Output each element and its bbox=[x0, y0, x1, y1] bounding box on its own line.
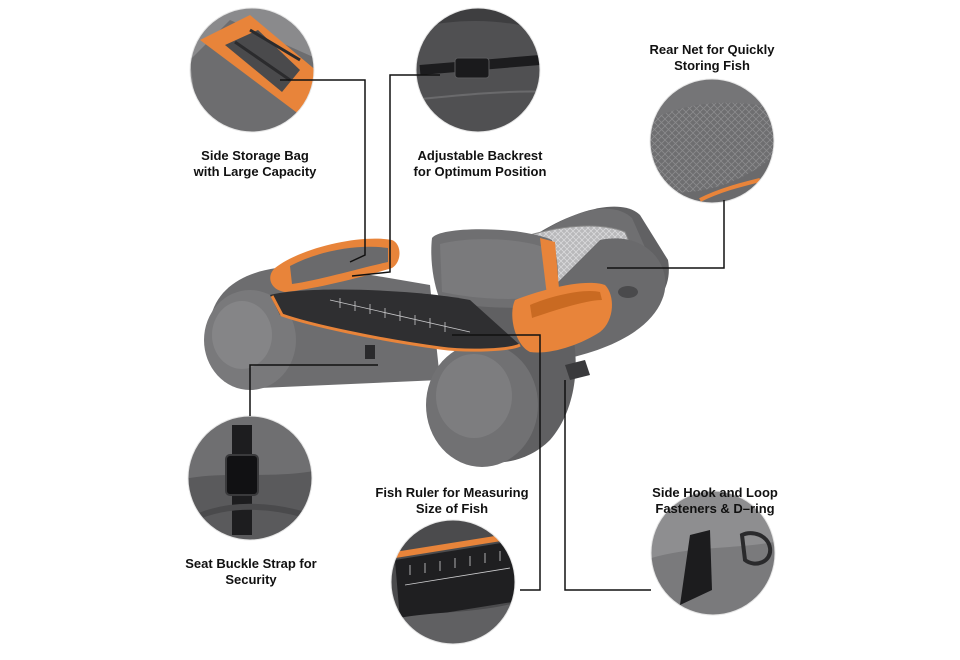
callout-line: for Optimum Position bbox=[413, 164, 547, 179]
callout-side-storage-bag: Side Storage Bag with Large Capacity bbox=[185, 148, 325, 180]
callout-line: Size of Fish bbox=[415, 501, 489, 516]
leader-adjustable-backrest bbox=[351, 74, 440, 277]
callout-line: Seat Buckle Strap for bbox=[185, 556, 317, 571]
leader-fish-ruler bbox=[452, 334, 541, 591]
leader-rear-net bbox=[607, 200, 725, 269]
callout-fish-ruler: Fish Ruler for Measuring Size of Fish bbox=[362, 485, 542, 517]
callout-line: with Large Capacity bbox=[193, 164, 317, 179]
callout-seat-buckle-strap: Seat Buckle Strap for Security bbox=[176, 556, 326, 588]
callout-adjustable-backrest: Adjustable Backrest for Optimum Position bbox=[405, 148, 555, 180]
callout-line: Adjustable Backrest bbox=[417, 148, 543, 163]
callout-line: Security bbox=[225, 572, 277, 587]
leader-side-hook-loop bbox=[564, 380, 651, 591]
callout-line: Side Hook and Loop bbox=[652, 485, 778, 500]
ruler-marks bbox=[329, 298, 471, 333]
leader-side-storage-bag bbox=[280, 79, 366, 263]
callout-side-hook-loop: Side Hook and Loop Fasteners & D–ring bbox=[640, 485, 790, 517]
leader-seat-buckle-strap bbox=[249, 364, 378, 416]
callout-rear-net: Rear Net for Quickly Storing Fish bbox=[642, 42, 782, 74]
detail-adjustable-backrest bbox=[416, 8, 540, 132]
leader-lines bbox=[249, 74, 725, 591]
detail-side-storage-bag bbox=[190, 8, 314, 132]
detail-seat-buckle-strap bbox=[188, 416, 312, 540]
callout-line: Fasteners & D–ring bbox=[655, 501, 775, 516]
detail-rear-net bbox=[650, 79, 774, 203]
detail-fish-ruler bbox=[391, 520, 515, 644]
callout-line: Storing Fish bbox=[674, 58, 750, 73]
callout-line: Side Storage Bag bbox=[201, 148, 309, 163]
callout-line: Rear Net for Quickly bbox=[649, 42, 775, 57]
callout-line: Fish Ruler for Measuring bbox=[375, 485, 529, 500]
